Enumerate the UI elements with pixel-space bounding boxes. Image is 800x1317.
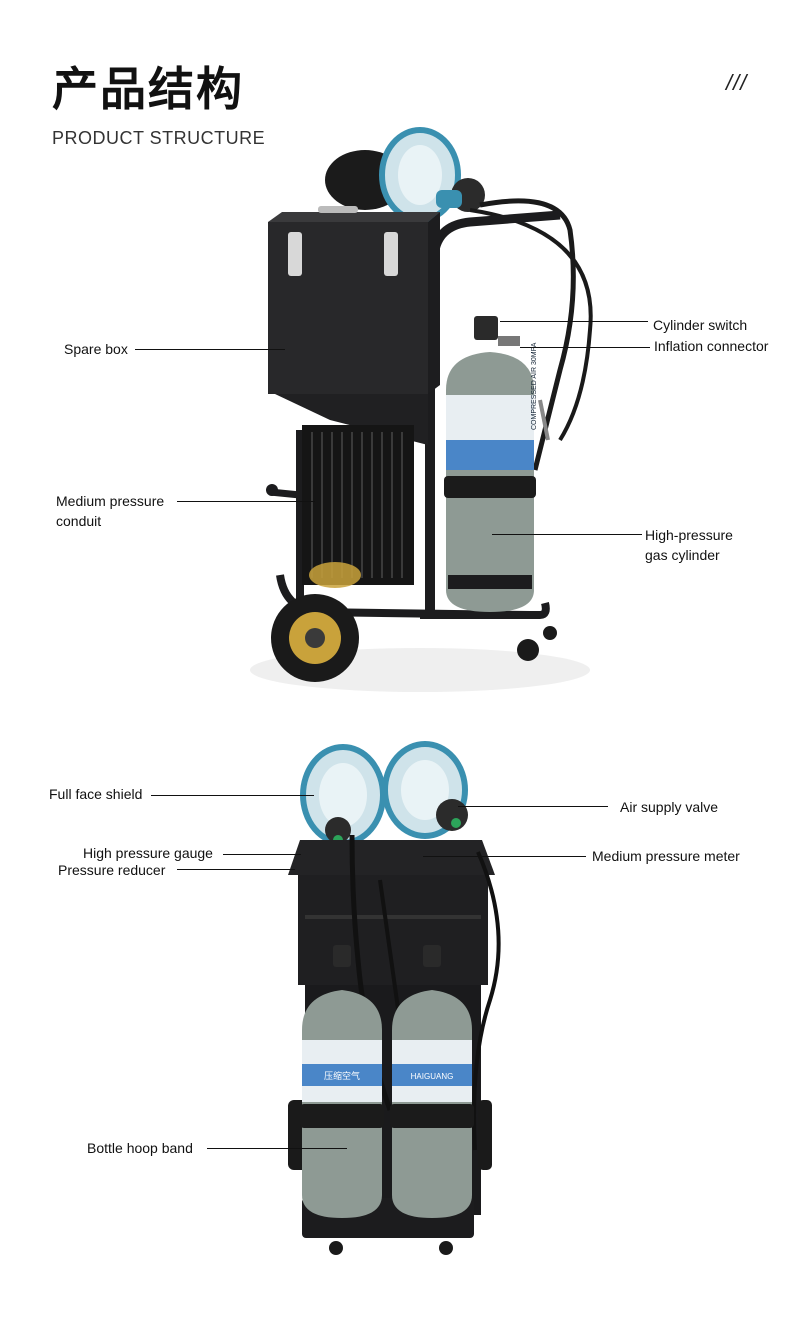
trolley-side-view-illustration: COMPRESSED AIR 30MPA [250, 127, 593, 692]
label-spare-box: Spare box [64, 341, 128, 357]
label-air-supply-valve: Air supply valve [620, 799, 719, 815]
label-medium-pressure-conduit-line1: Medium pressure [56, 493, 165, 509]
decorative-slashes: /// [726, 70, 748, 95]
leader-high-pressure-gauge [223, 854, 301, 855]
leader-air-supply-valve [458, 806, 608, 807]
spare-box-shape [268, 206, 440, 445]
cylinder-print-brand: HAIGUANG [411, 1072, 454, 1081]
twin-cylinders-shape: 压缩空气 HAIGUANG [300, 945, 474, 1218]
cylinder-print-cn: 压缩空气 [324, 1070, 360, 1082]
label-bottle-hoop-band: Bottle hoop band [87, 1140, 193, 1156]
face-masks-shape [300, 741, 468, 846]
leader-spare-box [135, 349, 285, 350]
label-medium-pressure-conduit-line2: conduit [56, 513, 102, 529]
page-title-cn: 产品结构 [52, 62, 244, 116]
label-cylinder-switch: Cylinder switch [653, 317, 748, 333]
large-wheel-shape [271, 594, 359, 682]
leader-medium-pressure-conduit [177, 501, 315, 502]
label-medium-pressure-meter: Medium pressure meter [592, 848, 740, 864]
hose-reel-shape [266, 425, 414, 588]
label-high-pressure-cylinder-line2: gas cylinder [645, 547, 720, 563]
label-high-pressure-cylinder-line1: High-pressure [645, 527, 733, 543]
caster-wheel-shape [517, 639, 539, 661]
label-full-face-shield: Full face shield [49, 786, 143, 802]
leader-high-pressure-cylinder [492, 534, 642, 535]
leader-full-face-shield [151, 795, 314, 796]
leader-pressure-reducer [177, 869, 295, 870]
leader-inflation-connector [520, 347, 650, 348]
high-pressure-cylinder-shape: COMPRESSED AIR 30MPA [444, 316, 538, 612]
label-inflation-connector: Inflation connector [654, 338, 769, 354]
leader-bottle-hoop-band [207, 1148, 347, 1149]
label-high-pressure-gauge: High pressure gauge [83, 845, 213, 861]
label-pressure-reducer: Pressure reducer [58, 862, 166, 878]
leader-medium-pressure-meter [423, 856, 586, 857]
leader-cylinder-switch [500, 321, 648, 322]
cylinder-print-text: COMPRESSED AIR 30MPA [531, 342, 538, 430]
page-title-en: PRODUCT STRUCTURE [52, 128, 266, 148]
